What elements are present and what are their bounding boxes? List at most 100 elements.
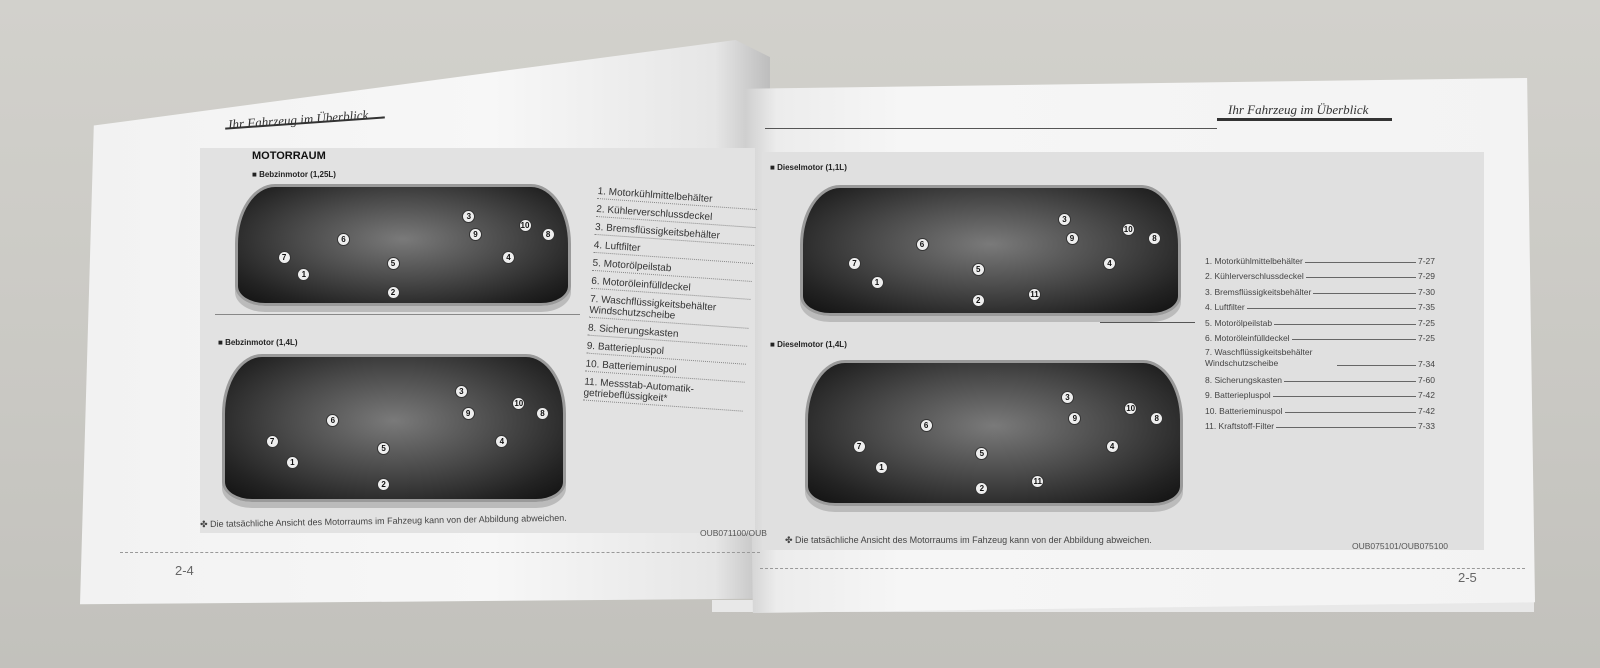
caption-text: Dieselmotor (1,4L) bbox=[777, 340, 847, 349]
callout-number: 2 bbox=[971, 294, 985, 308]
item-label: 7. Waschflüssigkeitsbehälter Windschutzs… bbox=[1205, 347, 1313, 368]
callout-number: 4 bbox=[502, 250, 515, 264]
callout-number: 3 bbox=[1058, 213, 1071, 226]
list-item: 4. Luftfilter 7-35 bbox=[1205, 297, 1435, 312]
callout-number: 10 bbox=[1121, 223, 1135, 236]
item-page-ref: 7-35 bbox=[1417, 302, 1435, 312]
leader-line bbox=[1284, 411, 1416, 413]
callout-number: 5 bbox=[386, 256, 400, 270]
callout-number: 5 bbox=[377, 442, 391, 456]
callout-number: 10 bbox=[1124, 402, 1138, 416]
callout-number: 3 bbox=[462, 210, 476, 224]
engine-caption: ■ Dieselmotor (1,1L) bbox=[770, 163, 847, 172]
callout-number: 4 bbox=[495, 435, 509, 449]
callout-number: 6 bbox=[337, 233, 350, 247]
callout-number: 9 bbox=[1068, 412, 1082, 425]
callout-number: 9 bbox=[469, 227, 482, 241]
image-code: OUB071100/OUB bbox=[700, 528, 767, 538]
callout-number: 6 bbox=[915, 238, 929, 251]
list-item: 11. Kraftstoff-Filter 7-33 bbox=[1205, 416, 1435, 431]
item-page-ref: 7-25 bbox=[1417, 333, 1435, 343]
callout-number: 5 bbox=[971, 263, 985, 276]
list-item: 10. Batterieminuspol 7-42 bbox=[1205, 400, 1435, 416]
list-item: 6. Motoröleinfülldeckel 7-25 bbox=[1205, 328, 1435, 343]
callout-number: 7 bbox=[277, 250, 291, 264]
leader-line bbox=[1276, 427, 1416, 428]
list-item: 5. Motorölpeilstab 7-25 bbox=[1205, 312, 1435, 328]
callout-number: 1 bbox=[297, 268, 311, 282]
callout-number: 9 bbox=[461, 406, 475, 420]
callout-number: 1 bbox=[870, 275, 884, 289]
callout-number: 2 bbox=[377, 477, 391, 491]
item-label: 3. Bremsflüssigkeitsbehälter bbox=[1205, 286, 1312, 297]
right-header-title: Ihr Fahrzeug im Überblick bbox=[1228, 102, 1369, 117]
item-page-ref: 7-34 bbox=[1417, 359, 1435, 369]
item-page-ref: 7-33 bbox=[1417, 421, 1435, 431]
footer-rule bbox=[120, 552, 760, 553]
item-label: 8. Sicherungskasten bbox=[1205, 374, 1283, 385]
leader-line bbox=[1246, 308, 1416, 309]
list-item: 9. Batteriepluspol 7-42 bbox=[1205, 385, 1435, 400]
footer-rule bbox=[760, 568, 1525, 569]
callout-number: 8 bbox=[1150, 412, 1164, 425]
divider bbox=[215, 314, 580, 315]
callout-number: 10 bbox=[512, 396, 526, 410]
divider bbox=[1100, 322, 1195, 323]
item-page-ref: 7-60 bbox=[1417, 374, 1435, 385]
item-label: 9. Batteriepluspol bbox=[1205, 390, 1271, 400]
leader-line bbox=[1304, 261, 1416, 263]
list-item: 3. Bremsflüssigkeitsbehälter 7-30 bbox=[1205, 281, 1435, 297]
callout-number: 10 bbox=[518, 219, 532, 233]
callout-number: 9 bbox=[1065, 231, 1079, 245]
header-rule bbox=[1217, 118, 1392, 121]
figure-note: ✤ Die tatsächliche Ansicht des Motorraum… bbox=[785, 535, 1152, 545]
list-item: 2. Kühlerverschlussdeckel 7-29 bbox=[1205, 266, 1435, 281]
callout-number: 7 bbox=[852, 440, 866, 453]
callout-number: 8 bbox=[541, 227, 555, 241]
item-page-ref: 7-42 bbox=[1417, 405, 1435, 416]
engine-caption: ■ Bebzinmotor (1,25L) bbox=[252, 170, 336, 179]
leader-line bbox=[1305, 277, 1416, 278]
item-label: 5. Motorölpeilstab bbox=[1205, 317, 1273, 328]
callout-number: 7 bbox=[848, 256, 861, 270]
caption-text: Bebzinmotor (1,25L) bbox=[259, 170, 336, 179]
list-item: 1. Motorkühlmittelbehälter 7-27 bbox=[1205, 250, 1435, 266]
item-label: 1. Motorkühlmittelbehälter bbox=[1205, 255, 1303, 266]
item-page-ref: 7-27 bbox=[1417, 255, 1435, 266]
callout-number: 5 bbox=[975, 447, 989, 460]
item-page-ref: 7-42 bbox=[1417, 390, 1435, 400]
item-page-ref: 7-29 bbox=[1417, 271, 1435, 281]
leader-line bbox=[1337, 365, 1416, 366]
page-number: 2-5 bbox=[1458, 570, 1477, 585]
callout-number: 11 bbox=[1028, 288, 1041, 301]
engine-caption: ■ Bebzinmotor (1,4L) bbox=[218, 338, 298, 347]
item-label: 11. Kraftstoff-Filter bbox=[1205, 421, 1275, 431]
callout-number: 6 bbox=[326, 413, 340, 427]
list-item: 11. Messstab-Automatik-getriebeflüssigke… bbox=[583, 376, 745, 412]
caption-text: Dieselmotor (1,1L) bbox=[777, 163, 847, 172]
header-rule-thin bbox=[765, 128, 1217, 129]
item-label: 4. Luftfilter bbox=[1205, 302, 1245, 312]
leader-line bbox=[1284, 380, 1416, 382]
page-number: 2-4 bbox=[175, 563, 194, 578]
item-label: 10. Batterieminuspol bbox=[1205, 405, 1283, 416]
callout-number: 7 bbox=[265, 435, 279, 449]
callout-number: 4 bbox=[1103, 256, 1116, 270]
item-label: 2. Kühlerverschlussdeckel bbox=[1205, 271, 1304, 281]
callout-number: 1 bbox=[874, 461, 888, 474]
callout-number: 4 bbox=[1105, 440, 1119, 453]
leader-line bbox=[1274, 323, 1416, 325]
item-page-ref: 7-25 bbox=[1417, 317, 1435, 328]
callout-number: 3 bbox=[454, 385, 468, 399]
callout-number: 11 bbox=[1031, 475, 1045, 488]
image-code: OUB075101/OUB075100 bbox=[1352, 541, 1448, 551]
item-label: 6. Motoröleinfülldeckel bbox=[1205, 333, 1290, 343]
section-title: MOTORRAUM bbox=[252, 150, 326, 162]
item-page-ref: 7-30 bbox=[1417, 286, 1435, 297]
